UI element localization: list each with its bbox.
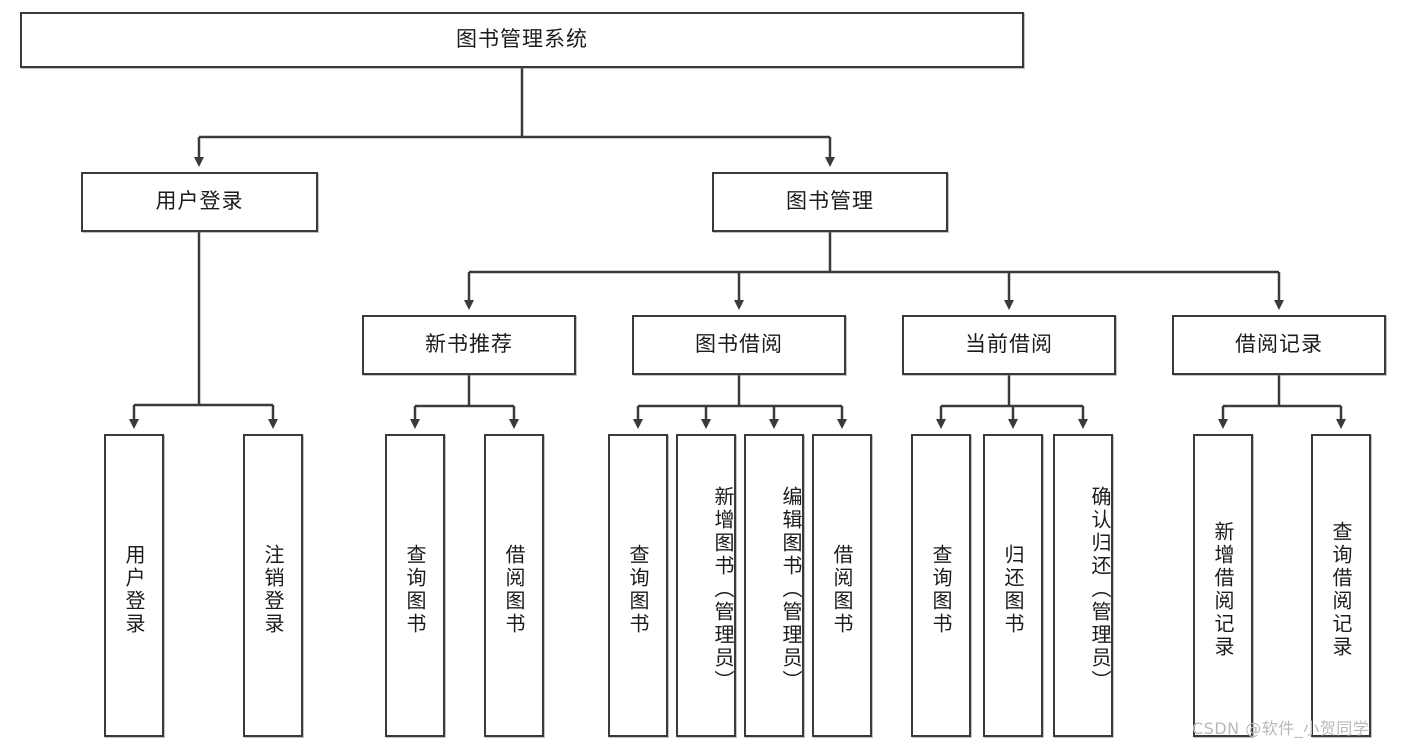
leaf-return-book[interactable]: 归还图书 xyxy=(983,434,1043,737)
csdn-watermark: CSDN @软件_小贺同学 xyxy=(1192,719,1370,738)
node-book-manage[interactable]: 图书管理 xyxy=(712,172,948,232)
node-book-borrow[interactable]: 图书借阅 xyxy=(632,315,846,375)
leaf-edit-book[interactable]: 编辑图书（管理员） xyxy=(744,434,804,737)
node-borrow-record[interactable]: 借阅记录 xyxy=(1172,315,1386,375)
leaf-confirm-return[interactable]: 确认归还（管理员） xyxy=(1053,434,1113,737)
node-root[interactable]: 图书管理系统 xyxy=(20,12,1024,68)
leaf-borrow-book-2[interactable]: 借阅图书 xyxy=(812,434,872,737)
leaf-query-record[interactable]: 查询借阅记录 xyxy=(1311,434,1371,737)
node-new-book-recommend[interactable]: 新书推荐 xyxy=(362,315,576,375)
leaf-query-book-2[interactable]: 查询图书 xyxy=(608,434,668,737)
node-user-login[interactable]: 用户登录 xyxy=(81,172,318,232)
node-current-borrow[interactable]: 当前借阅 xyxy=(902,315,1116,375)
leaf-user-login[interactable]: 用户登录 xyxy=(104,434,164,737)
leaf-add-book[interactable]: 新增图书（管理员） xyxy=(676,434,736,737)
leaf-add-record[interactable]: 新增借阅记录 xyxy=(1193,434,1253,737)
leaf-borrow-book-1[interactable]: 借阅图书 xyxy=(484,434,544,737)
leaf-query-book-3[interactable]: 查询图书 xyxy=(911,434,971,737)
leaf-logout-login[interactable]: 注销登录 xyxy=(243,434,303,737)
leaf-query-book-1[interactable]: 查询图书 xyxy=(385,434,445,737)
